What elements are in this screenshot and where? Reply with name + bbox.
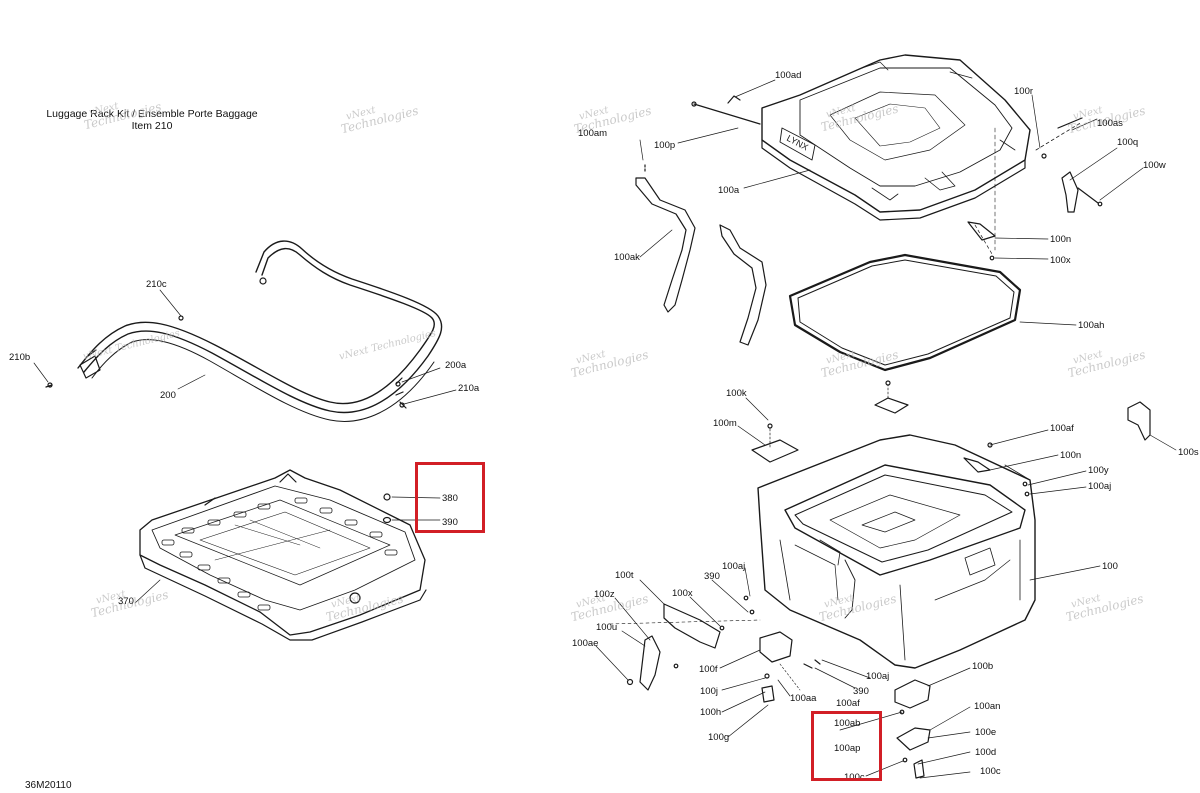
callout-100ak[interactable]: 100ak [614, 252, 640, 263]
callout-390-low[interactable]: 390 [853, 686, 869, 697]
callout-100[interactable]: 100 [1102, 561, 1118, 572]
diagram-title-line2: Item 210 [131, 120, 173, 132]
highlight-box-380-390 [415, 462, 485, 533]
callout-100n-top[interactable]: 100n [1050, 234, 1072, 245]
callout-100k[interactable]: 100k [726, 388, 747, 399]
leader-lines [33, 79, 1177, 779]
callout-100an[interactable]: 100an [974, 701, 1001, 712]
callout-100f[interactable]: 100f [699, 664, 718, 675]
callout-370[interactable]: 370 [118, 596, 134, 607]
latch-assembly [609, 595, 821, 703]
callout-100p[interactable]: 100p [654, 140, 676, 151]
latch-parts-bottom [894, 679, 931, 779]
callout-100j[interactable]: 100j [700, 686, 718, 697]
diagram-title: Luggage Rack Kit / Ensemble Porte Baggag… [44, 108, 260, 132]
callout-380[interactable]: 380 [442, 493, 458, 504]
fasteners-380-390 [382, 493, 392, 524]
callout-100aj-right[interactable]: 100aj [1088, 481, 1112, 492]
callout-100af-low[interactable]: 100af [836, 698, 860, 709]
callout-200[interactable]: 200 [160, 390, 176, 401]
callout-100aa[interactable]: 100aa [790, 693, 817, 704]
small-parts-right [963, 442, 1030, 497]
callout-100aj-mid[interactable]: 100aj [722, 561, 746, 572]
callout-100h[interactable]: 100h [700, 707, 722, 718]
box-lid-100a: LYNX [761, 54, 1031, 221]
callout-210c[interactable]: 210c [146, 279, 167, 290]
callout-100u[interactable]: 100u [596, 622, 618, 633]
callout-100ae[interactable]: 100ae [572, 638, 599, 649]
callout-100y[interactable]: 100y [1088, 465, 1109, 476]
callout-100d[interactable]: 100d [975, 747, 997, 758]
diagram-title-line1: Luggage Rack Kit / Ensemble Porte Baggag… [46, 108, 258, 120]
callout-100x-top[interactable]: 100x [1050, 255, 1071, 266]
base-plate-370 [139, 469, 427, 641]
callout-390[interactable]: 390 [442, 517, 458, 528]
callout-100r[interactable]: 100r [1014, 86, 1034, 97]
mount-plate-100m [751, 380, 909, 463]
callout-200a[interactable]: 200a [445, 360, 467, 371]
callout-100c[interactable]: 100c [980, 766, 1001, 777]
callout-100af-top[interactable]: 100af [1050, 423, 1074, 434]
hinge-pin [691, 95, 761, 125]
callout-100n-mid[interactable]: 100n [1060, 450, 1082, 461]
callout-100m[interactable]: 100m [713, 418, 737, 429]
callout-100b[interactable]: 100b [972, 661, 994, 672]
drawing-code: 36M20110 [25, 780, 72, 791]
brackets-top [967, 221, 996, 261]
rack-loop-200 [77, 240, 443, 422]
gasket-100ah [788, 253, 1022, 372]
callout-100am[interactable]: 100am [578, 128, 608, 139]
callout-100s[interactable]: 100s [1178, 447, 1199, 458]
bracket-100s [1127, 401, 1151, 441]
rack-fasteners [45, 315, 405, 408]
callout-100ah[interactable]: 100ah [1078, 320, 1105, 331]
callout-100g[interactable]: 100g [708, 732, 730, 743]
callout-100a[interactable]: 100a [718, 185, 740, 196]
callout-100x-mid[interactable]: 100x [672, 588, 693, 599]
callout-100c-box[interactable]: 100c [844, 772, 865, 779]
highlight-box-100ab-100ap [811, 711, 882, 781]
callout-100e[interactable]: 100e [975, 727, 997, 738]
straps-100ak [635, 164, 767, 346]
callout-100ab[interactable]: 100ab [834, 718, 861, 729]
callout-100t[interactable]: 100t [615, 570, 634, 581]
callout-210a[interactable]: 210a [458, 383, 480, 394]
callout-100z[interactable]: 100z [594, 589, 615, 600]
box-body-100 [757, 434, 1036, 669]
latch-100q [1035, 117, 1103, 213]
callout-100ap[interactable]: 100ap [834, 743, 861, 754]
callout-100ad[interactable]: 100ad [775, 70, 802, 81]
callout-390-mid[interactable]: 390 [704, 571, 720, 582]
callout-100w[interactable]: 100w [1143, 160, 1166, 171]
callout-100as[interactable]: 100as [1097, 118, 1123, 129]
callout-100aj-low[interactable]: 100aj [866, 671, 890, 682]
callout-100q[interactable]: 100q [1117, 137, 1139, 148]
callout-210b[interactable]: 210b [9, 352, 31, 363]
